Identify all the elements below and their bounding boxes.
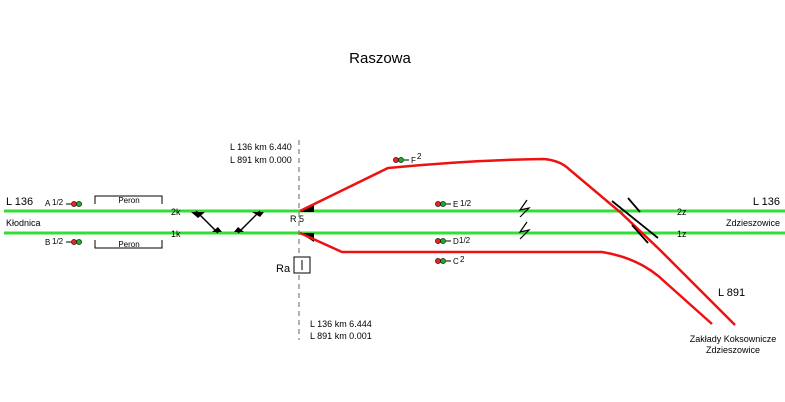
km-bottom-l891: L 891 km 0.001 [310,331,372,341]
line-label-branch: L 891 [718,287,745,299]
platform-lower: Peron [94,240,163,249]
km-top-l136: L 136 km 6.440 [230,142,292,152]
signal-a: A 1/2 [45,198,82,208]
signal-c: C 2 [435,255,465,266]
box-label: Ra [276,263,291,275]
svg-text:1/2: 1/2 [52,198,64,207]
svg-text:2: 2 [417,152,422,161]
line-label-left: L 136 [6,196,33,208]
svg-text:D: D [453,237,459,246]
track-label-2z: 2z [677,207,687,217]
signal-d: D 1/2 [435,236,471,246]
signal-f: F 2 [393,152,422,165]
km-bottom-l136: L 136 km 6.444 [310,319,372,329]
platform-label: Peron [118,196,139,205]
lightning-icon [518,199,531,218]
svg-text:B: B [45,238,50,247]
track-label-2k: 2k [171,207,181,217]
switch-label: R 5 [290,214,304,224]
svg-text:1/2: 1/2 [459,236,471,245]
destination-branch-1: Zakłady Koksownicze [690,334,777,344]
svg-text:C: C [453,257,459,266]
destination-left: Kłodnica [6,218,41,228]
crossing-right [611,197,659,244]
svg-text:2: 2 [460,255,465,264]
svg-text:F: F [411,156,416,165]
signal-b: B 1/2 [45,237,82,247]
track-label-1k: 1k [171,229,181,239]
crossover-left [191,210,264,234]
branch-track-lower [299,231,713,325]
signal-e: E 1/2 [435,199,472,209]
lightning-icon [518,221,531,240]
destination-branch-2: Zdzieszowice [706,345,760,355]
svg-text:A: A [45,199,51,208]
line-label-right: L 136 [753,196,780,208]
branch-track-upper [299,157,736,326]
platform-label: Peron [118,240,139,249]
svg-text:1/2: 1/2 [52,237,64,246]
track-label-1z: 1z [677,229,687,239]
svg-text:1/2: 1/2 [460,199,472,208]
platform-upper: Peron [94,195,163,205]
svg-text:E: E [453,200,458,209]
station-title: Raszowa [349,50,411,67]
km-top-l891: L 891 km 0.000 [230,155,292,165]
destination-right: Zdzieszowice [726,218,780,228]
